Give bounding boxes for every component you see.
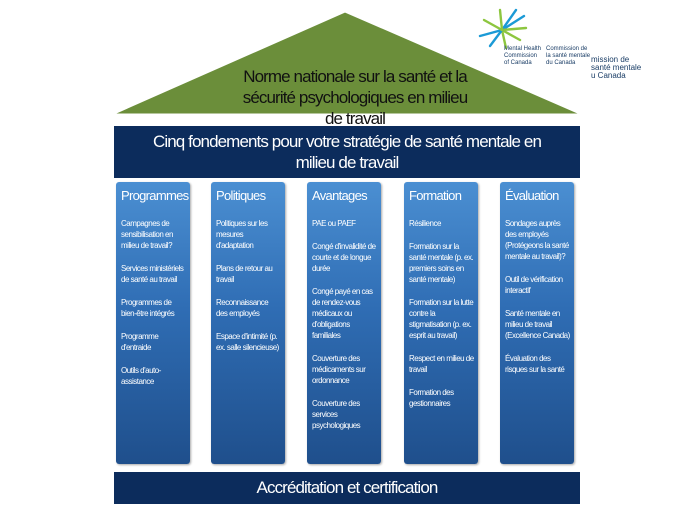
pillar-item: Programme d'entraide <box>121 332 159 352</box>
pillar-item: PAE ou PAEF <box>312 219 356 228</box>
roof-title: Norme nationale sur la santé et la sécur… <box>190 66 520 129</box>
pillar-title: Programmes <box>121 188 189 203</box>
pillar-list: Résilience Formation sur la santé mental… <box>409 218 474 409</box>
pillar-title: Avantages <box>312 188 368 203</box>
pillar-item: Résilience <box>409 219 441 228</box>
pillar-item: Évaluation des risques sur la santé <box>505 354 565 374</box>
banner-line: Cinq fondements pour votre stratégie de … <box>152 132 542 151</box>
logo-line: mission de <box>591 55 630 64</box>
commission-logo-icon <box>478 8 528 50</box>
pillar-item: Programmes de bien-être intégrés <box>121 298 175 318</box>
pillar-item: Congé d'invalidité de courte et de longu… <box>312 242 376 273</box>
pillar-item: Reconnaissance des employés <box>216 298 269 318</box>
pillar-programmes: Programmes Campagnes de sensibilisation … <box>116 182 190 464</box>
pillar-list: Campagnes de sensibilisation en milieu d… <box>121 218 186 387</box>
pillar-title: Évaluation <box>505 188 559 203</box>
pillar-item: Outils d'auto-assistance <box>121 366 161 386</box>
logo-line: Commission <box>504 53 538 59</box>
roof-title-line: sécurité psychologiques en milieu <box>242 88 468 107</box>
pillar-item: Politiques sur les mesures d'adaptation <box>216 219 268 250</box>
logo-line: u Canada <box>591 71 626 80</box>
pillar-list: Politiques sur les mesures d'adaptation … <box>216 218 281 353</box>
logo-french-text: Commission de la santé mentale du Canada <box>546 46 590 67</box>
logo-english-text: Mental Health Commission of Canada <box>504 46 541 67</box>
pillar-item: Services ministériels de santé au travai… <box>121 264 184 284</box>
logo-line: of Canada <box>504 60 532 66</box>
pillar-item: Formation sur la santé mentale (p. ex. p… <box>409 242 474 284</box>
pillar-evaluation: Évaluation Sondages auprès des employés … <box>500 182 574 464</box>
pillar-item: Sondages auprès des employés (Protégeons… <box>505 219 569 261</box>
pillar-item: Couverture des médicaments sur ordonnanc… <box>312 354 366 385</box>
pillar-item: Respect en milieu de travail <box>409 354 474 374</box>
pillar-title: Formation <box>409 188 462 203</box>
pillar-avantages: Avantages PAE ou PAEF Congé d'invalidité… <box>307 182 381 464</box>
pillar-item: Espace d'intimité (p. ex. salle silencie… <box>216 332 279 352</box>
pillar-item: Campagnes de sensibilisation en milieu d… <box>121 219 173 250</box>
foundations-banner: Cinq fondements pour votre stratégie de … <box>114 126 580 178</box>
pillar-item: Congé payé en cas de rendez-vous médicau… <box>312 287 373 340</box>
pillar-list: Sondages auprès des employés (Protégeons… <box>505 218 570 375</box>
logo-french-overlap-text: mission de santé mentale u Canada <box>591 56 641 80</box>
pillar-item: Outil de vérification interactif <box>505 275 563 295</box>
pillar-title: Politiques <box>216 188 266 203</box>
roof-title-line: de travail <box>325 109 386 128</box>
accreditation-base: Accréditation et certification <box>114 472 580 504</box>
roof-title-line: Norme nationale sur la santé et la <box>243 67 468 86</box>
pillar-item: Formation sur la lutte contre la stigmat… <box>409 298 474 340</box>
roof-triangle <box>113 11 581 115</box>
logo-line: la santé mentale <box>546 53 591 59</box>
logo-line: Commission de <box>546 46 588 52</box>
pillar-list: PAE ou PAEF Congé d'invalidité de courte… <box>312 218 377 431</box>
logo-line: du Canada <box>546 60 576 66</box>
logo-line: Mental Health <box>504 46 542 52</box>
pillar-item: Plans de retour au travail <box>216 264 273 284</box>
banner-line: milieu de travail <box>295 153 400 172</box>
pillar-item: Formation des gestionnaires <box>409 388 454 408</box>
pillar-formation: Formation Résilience Formation sur la sa… <box>404 182 478 464</box>
pillars-row: Programmes Campagnes de sensibilisation … <box>114 182 580 466</box>
pillar-item: Couverture des services psychologiques <box>312 399 361 430</box>
pillar-politiques: Politiques Politiques sur les mesures d'… <box>211 182 285 464</box>
pillar-item: Santé mentale en milieu de travail (Exce… <box>505 309 570 340</box>
logo-line: santé mentale <box>591 63 642 72</box>
